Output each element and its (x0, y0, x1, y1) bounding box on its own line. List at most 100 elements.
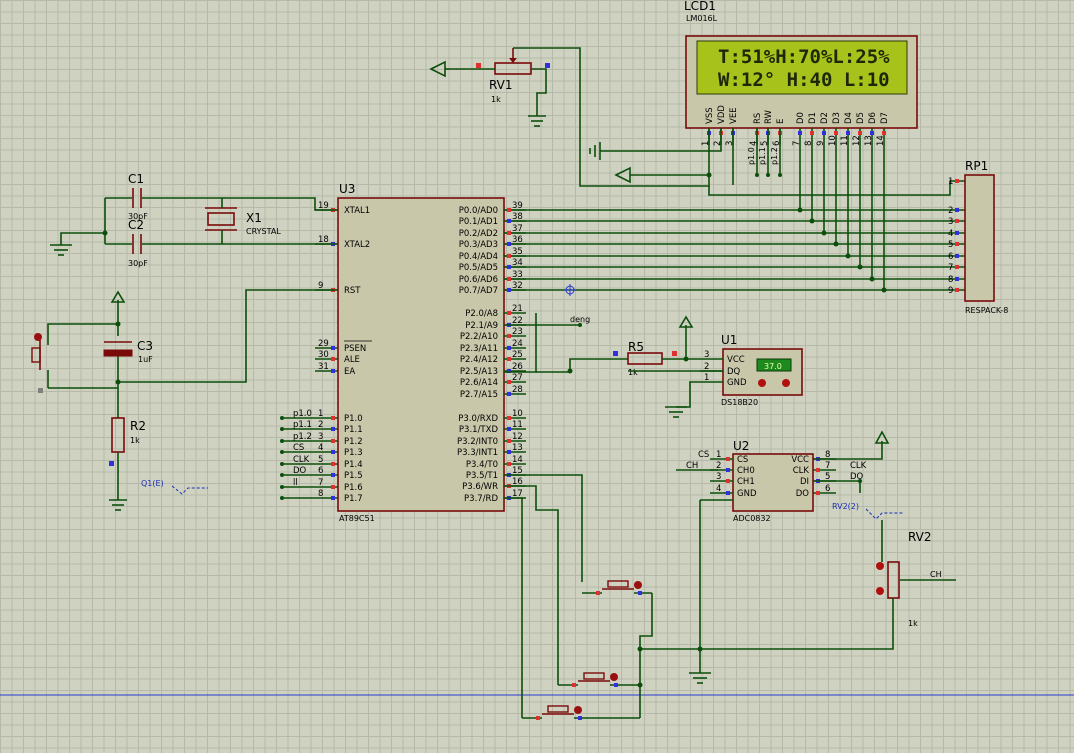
junction (567, 368, 573, 374)
x1-crystal[interactable]: X1 CRYSTAL (205, 198, 281, 244)
u2-part: ADC0832 (733, 514, 771, 523)
u3-pin-number: 36 (512, 235, 523, 245)
u1-pin-number: 3 (704, 350, 709, 360)
u3-pin-name: P0.6/AD6 (459, 275, 498, 285)
u3-pin-name: P1.0 (344, 414, 363, 424)
lcd-pin-label: D3 (832, 112, 842, 124)
u3-pin-number: 6 (318, 466, 323, 476)
u2-pin-name: CH1 (737, 477, 755, 487)
rv1[interactable]: RV1 1k (476, 48, 550, 104)
u3-pin-number: 10 (512, 409, 523, 419)
rp1-ref: RP1 (965, 159, 988, 173)
probe-rv2[interactable]: RV2(2) (832, 502, 904, 520)
r2-ref: R2 (130, 419, 146, 433)
u2-pin-number: 3 (716, 472, 721, 482)
u3-pin-name: P2.2/A10 (460, 332, 498, 342)
u3-pin-name: P1.7 (344, 494, 363, 504)
u3-pin-number: 23 (512, 327, 523, 337)
c2-value: 30pF (128, 259, 148, 268)
junction (683, 356, 689, 362)
u3-pin-number: 5 (318, 455, 323, 465)
wire (504, 474, 583, 582)
u1-ref: U1 (721, 333, 737, 347)
u3-pin-name: P0.1/AD1 (459, 217, 498, 227)
lcd-data-bus (504, 145, 965, 293)
u2-net-label: CS (698, 450, 709, 460)
net-label: p1.2 (770, 147, 779, 165)
u1-pin-name: GND (727, 378, 747, 388)
junction (102, 230, 108, 236)
rv1-value: 1k (491, 95, 501, 104)
wire (222, 197, 338, 211)
u3-body (337, 197, 505, 512)
lcd-pin-number: 1 (701, 141, 711, 146)
junction (578, 323, 582, 327)
push-button[interactable] (522, 705, 640, 720)
c3[interactable]: C3 1uF (103, 339, 153, 364)
r2[interactable]: R2 1k (109, 417, 146, 466)
lcd1[interactable]: LCD1 LM016L T:51%H:70%L:25% W:12° H:40 L… (684, 0, 918, 146)
rp1-pin-number: 7 (948, 263, 953, 273)
u3-mcu[interactable]: U3 AT89C51 XTAL119XTAL218RST9PSEN29ALE30… (315, 182, 526, 523)
r5-ref: R5 (628, 340, 644, 354)
u2-net-label: CH (686, 461, 698, 471)
wire (813, 441, 883, 460)
u3-pin-name: P0.2/AD2 (459, 229, 498, 239)
u3-pin-name: P3.7/RD (464, 494, 498, 504)
lcd-pin-number: 2 (713, 141, 723, 146)
u3-pin-number: 4 (318, 443, 323, 453)
junction (637, 646, 643, 652)
rv2-ref: RV2 (908, 530, 932, 544)
c2[interactable]: C2 30pF (105, 218, 222, 268)
u2-pin-name: DI (800, 477, 809, 487)
u3-pin-number: 11 (512, 420, 523, 430)
u3-pin-number: 27 (512, 373, 523, 383)
lcd-pin-number: 6 (772, 141, 782, 146)
u1-part: DS18B20 (721, 398, 758, 407)
power-arrow (678, 315, 694, 328)
c1-value: 30pF (128, 212, 148, 221)
wire (639, 593, 653, 718)
push-button[interactable] (558, 672, 640, 687)
svg-text:RV2(2): RV2(2) (832, 502, 859, 511)
junction (858, 479, 862, 483)
wire (47, 323, 118, 335)
ground-symbol (689, 672, 711, 684)
push-button[interactable] (582, 580, 652, 595)
u3-pin-number: 19 (318, 201, 329, 211)
u2-pin-number: 6 (825, 484, 830, 494)
u2-pin-number: 1 (716, 450, 721, 460)
u3-pin-name: XTAL2 (344, 240, 370, 250)
rp1-pin-number: 1 (948, 177, 953, 187)
probe-q1[interactable]: Q1(E) (141, 479, 208, 495)
lcd-pin-label: VEE (729, 107, 739, 124)
lcd-pin-number: 3 (725, 141, 735, 146)
ground-symbol (589, 142, 601, 160)
rp1-pin-number: 9 (948, 286, 953, 296)
rv2[interactable]: RV2 1k CH (876, 530, 942, 628)
u3-pin-number: 1 (318, 409, 323, 419)
rv1-pin-marker (476, 63, 481, 68)
ground-symbol (528, 115, 546, 127)
wire (640, 598, 894, 650)
lcd-pin-number: 8 (804, 141, 814, 146)
u3-pin-number: 12 (512, 432, 523, 442)
u2-ref: U2 (733, 439, 749, 453)
u3-pin-number: 25 (512, 350, 523, 360)
net-deng: deng (570, 315, 590, 324)
c1[interactable]: C1 30pF (105, 172, 222, 221)
u2-pin-number: 4 (716, 484, 721, 494)
reset-button[interactable] (31, 333, 49, 393)
lcd-pin-number: 12 (852, 135, 862, 146)
u3-pin-name: RST (344, 286, 361, 296)
u3-pin-name: P2.1/A9 (465, 321, 498, 331)
ground-symbol (665, 406, 687, 418)
p1-net-label: ll (293, 478, 298, 488)
u3-pin-number: 32 (512, 281, 523, 291)
u3-pin-name: P3.5/T1 (466, 471, 498, 481)
